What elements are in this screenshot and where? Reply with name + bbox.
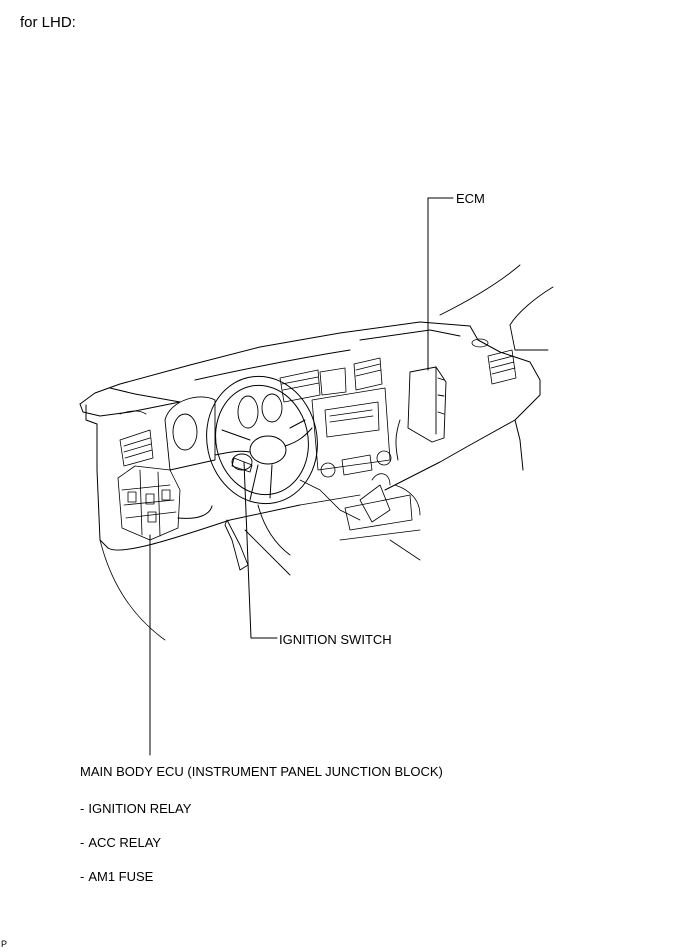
component-item-ignition-relay: -IGNITION RELAY bbox=[80, 801, 192, 816]
leader-lines bbox=[149, 197, 454, 756]
right-vent bbox=[471, 338, 517, 385]
gear-selector bbox=[339, 473, 421, 561]
ecm-module bbox=[395, 366, 447, 461]
steering-wheel bbox=[206, 375, 318, 505]
page-title: for LHD: bbox=[20, 14, 76, 31]
center-stack bbox=[299, 387, 392, 521]
component-item-acc-relay: -ACC RELAY bbox=[80, 835, 162, 850]
junction-block-part bbox=[117, 465, 181, 541]
windshield-outline bbox=[439, 264, 554, 351]
ignition-switch-label: IGNITION SWITCH bbox=[279, 632, 392, 647]
page-corner-mark: P bbox=[1, 939, 8, 949]
main-body-ecu-components: -IGNITION RELAY -ACC RELAY -AM1 FUSE bbox=[80, 801, 191, 903]
ecm-label: ECM bbox=[456, 191, 485, 206]
center-vents bbox=[279, 357, 383, 403]
dashboard-outline bbox=[79, 321, 541, 551]
main-body-ecu-label: MAIN BODY ECU (INSTRUMENT PANEL JUNCTION… bbox=[80, 764, 443, 779]
ecm-leader-line bbox=[427, 197, 454, 371]
instrument-cluster bbox=[164, 393, 283, 471]
ignition-leader-line bbox=[243, 461, 278, 639]
ignition-switch-part bbox=[231, 453, 253, 473]
component-item-am1-fuse: -AM1 FUSE bbox=[80, 869, 154, 884]
steering-column bbox=[224, 504, 291, 576]
left-vent bbox=[119, 410, 154, 467]
lower-trim bbox=[99, 494, 361, 641]
